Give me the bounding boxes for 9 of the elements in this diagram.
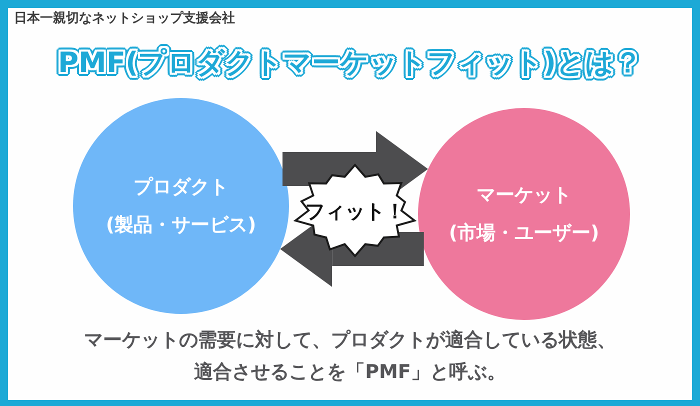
speech-burst: [292, 163, 418, 258]
title: PMF(プロダクトマーケットフィット)とは？: [56, 45, 644, 81]
burst-text: フィット！: [305, 198, 405, 224]
tagline: 日本一親切なネットショップ支援会社: [14, 10, 235, 28]
node-subheading: (製品・サービス): [106, 213, 256, 238]
node-heading: マーケット: [476, 183, 572, 208]
caption: マーケットの需要に対して、プロダクトが適合している状態、適合させることを「PMF」と呼ぶ。: [83, 328, 617, 385]
node-heading: プロダクト: [134, 175, 228, 200]
node-subheading: (市場・ユーザー): [448, 221, 600, 246]
